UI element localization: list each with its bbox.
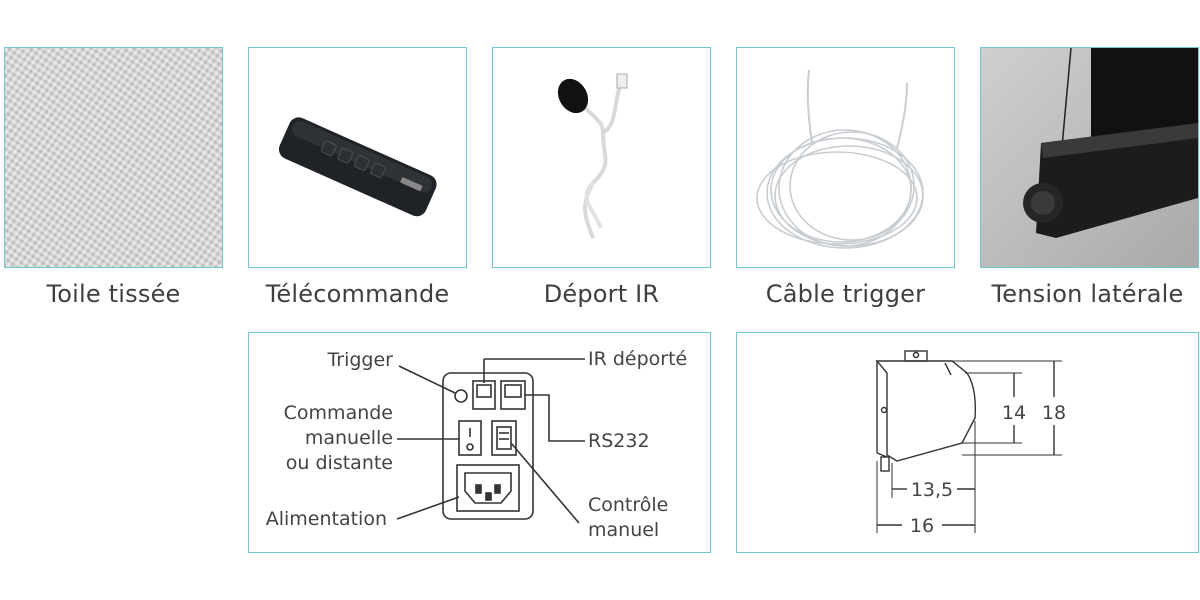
trigger-cable-card — [736, 47, 955, 268]
label-command-line1: Commande — [284, 402, 393, 424]
label-trigger: Trigger — [326, 349, 393, 371]
dim-depth-inner: 13,5 — [911, 479, 953, 501]
dim-depth-outer: 16 — [910, 515, 934, 537]
dim-height-inner: 14 — [1002, 402, 1026, 424]
connector-panel-card: Trigger IR déporté Commande manuelle ou … — [248, 332, 711, 553]
product-caption-remote: Télécommande — [265, 280, 450, 308]
dim-height-outer: 18 — [1042, 402, 1066, 424]
side-tension-image — [981, 48, 1198, 267]
connector-panel-diagram: Trigger IR déporté Commande manuelle ou … — [266, 348, 688, 541]
label-command-line3: ou distante — [286, 452, 393, 474]
trigger-cable-image — [756, 69, 924, 249]
fabric-texture-image — [5, 48, 222, 267]
product-caption-tension: Tension latérale — [991, 280, 1184, 308]
ir-extension-image — [557, 73, 628, 239]
label-ir-remote: IR déporté — [588, 348, 687, 370]
product-caption-fabric: Toile tissée — [46, 280, 181, 308]
label-manual-line1: Contrôle — [588, 494, 668, 516]
remote-control-image — [278, 117, 437, 217]
label-command-line2: manuelle — [305, 427, 393, 449]
product-caption-ir: Déport IR — [543, 280, 660, 308]
label-manual-line2: manuel — [588, 519, 659, 541]
fabric-card — [4, 47, 223, 268]
label-rs232: RS232 — [588, 430, 650, 452]
side-tension-card — [980, 47, 1199, 268]
ir-extension-card — [492, 47, 711, 268]
label-power: Alimentation — [266, 508, 387, 530]
dimension-drawing: 14 18 13,5 16 — [875, 350, 1066, 537]
product-caption-trigger: Câble trigger — [765, 280, 926, 308]
remote-control-card — [248, 47, 467, 268]
dimension-drawing-card: 14 18 13,5 16 — [736, 332, 1199, 553]
